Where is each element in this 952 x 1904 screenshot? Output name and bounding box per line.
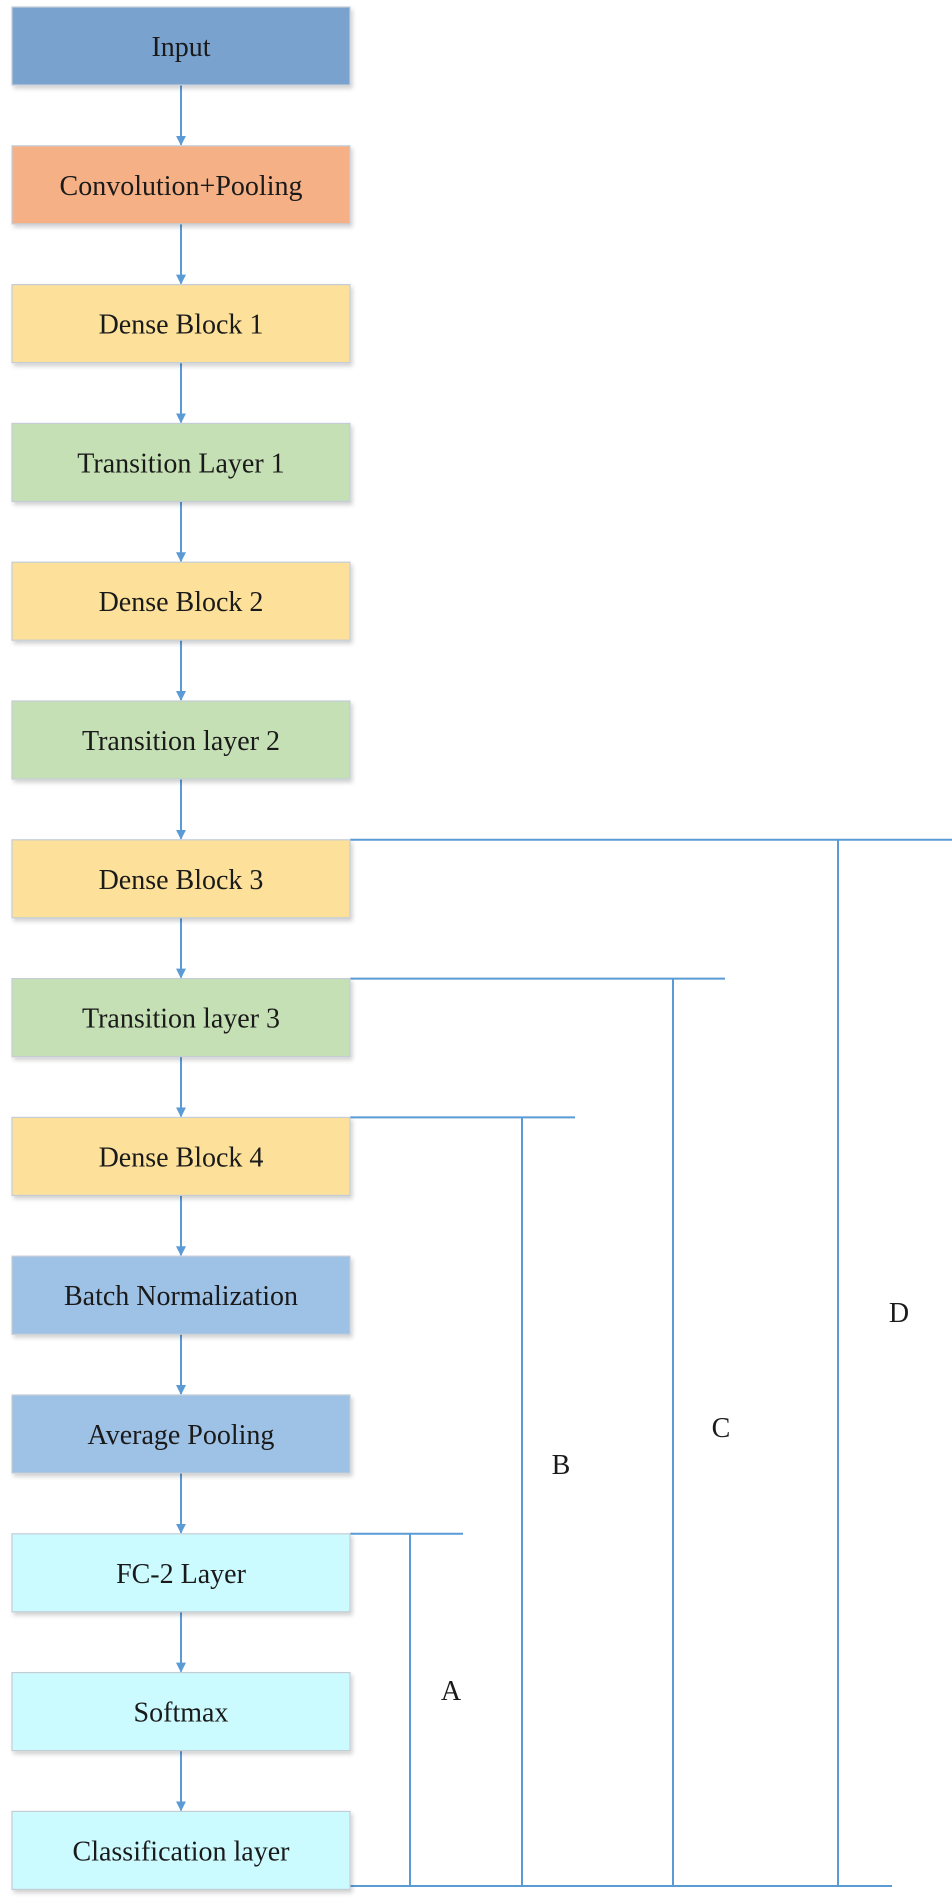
node-box: [11, 700, 351, 780]
node-transition-layer-3: Transition layer 3: [11, 977, 351, 1058]
bracket-d: D: [350, 838, 952, 1886]
node-box: [11, 561, 351, 641]
node-box: [11, 284, 351, 364]
node-batch-normalization: Batch Normalization: [11, 1255, 351, 1335]
node-label: Convolution+Pooling: [60, 171, 303, 202]
node-average-pooling: Average Pooling: [11, 1394, 351, 1474]
node-box: [11, 145, 351, 225]
node-classification-layer: Classification layer: [11, 1810, 351, 1891]
node-label: Classification layer: [73, 1836, 291, 1867]
node-label: Input: [151, 32, 210, 63]
node-box: [11, 1671, 351, 1752]
node-transition-layer-2: Transition layer 2: [11, 700, 351, 780]
node-softmax: Softmax: [11, 1671, 351, 1752]
node-label: Batch Normalization: [64, 1281, 298, 1312]
node-label: Transition Layer 1: [77, 448, 284, 479]
bracket-label: B: [552, 1450, 571, 1481]
node-input: Input: [11, 6, 351, 86]
node-dense-block-3: Dense Block 3: [11, 839, 351, 919]
brackets-layer: A B C D: [345, 838, 952, 1887]
node-label: Dense Block 1: [99, 310, 264, 341]
node-label: Transition layer 3: [82, 1004, 280, 1035]
node-dense-block-1: Dense Block 1: [11, 284, 351, 364]
bracket-b: B: [350, 1116, 575, 1886]
node-label: Softmax: [134, 1698, 229, 1729]
node-box: [11, 1810, 351, 1891]
bracket-a: A: [350, 1532, 463, 1886]
node-label: FC-2 Layer: [116, 1559, 247, 1590]
node-dense-block-2: Dense Block 2: [11, 561, 351, 641]
bracket-c: C: [350, 977, 731, 1886]
node-label: Dense Block 2: [99, 587, 264, 618]
node-box: [11, 1116, 351, 1197]
bracket-label: C: [712, 1413, 731, 1444]
bracket-label: D: [889, 1298, 909, 1329]
node-box: [11, 839, 351, 919]
node-label: Dense Block 4: [99, 1142, 264, 1173]
node-transition-layer-1: Transition Layer 1: [11, 422, 351, 502]
bracket-label: A: [441, 1676, 462, 1707]
node-box: [11, 422, 351, 502]
node-conv-pool: Convolution+Pooling: [11, 145, 351, 225]
node-label: Transition layer 2: [82, 726, 280, 757]
node-box: [11, 1255, 351, 1335]
node-box: [11, 1533, 351, 1613]
node-box: [11, 6, 351, 86]
node-dense-block-4: Dense Block 4: [11, 1116, 351, 1197]
node-label: Average Pooling: [88, 1420, 275, 1451]
node-box: [11, 977, 351, 1058]
node-label: Dense Block 3: [99, 865, 264, 896]
node-fc-2-layer: FC-2 Layer: [11, 1533, 351, 1613]
node-box: [11, 1394, 351, 1474]
